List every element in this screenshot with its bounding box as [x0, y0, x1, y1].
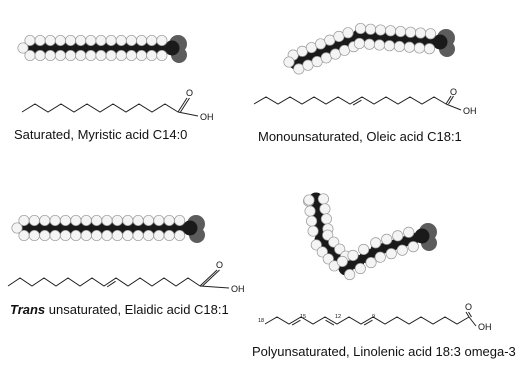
hydrogen-atom	[174, 214, 186, 227]
hydrogen-atom	[354, 262, 366, 275]
hydrogen-atom	[423, 43, 435, 55]
carbon-number-18: 18	[258, 318, 264, 324]
oxygen-label: O	[186, 88, 193, 98]
space-filling-model-oleic	[283, 22, 455, 75]
hydrogen-atom	[11, 222, 23, 234]
hydroxyl-bond	[177, 111, 199, 117]
hydrogen-atom	[316, 246, 328, 258]
carbon-number-15: 15	[300, 314, 306, 320]
hydrogen-atom	[374, 251, 386, 263]
hydrogen-atom	[334, 243, 346, 255]
skeletal-formula-linolenic: O OH 18 15 12 9	[258, 302, 492, 332]
hydroxyl-label: OH	[463, 106, 477, 116]
hydrogen-atom	[385, 248, 397, 260]
caption-oleic: Monounsaturated, Oleic acid C18:1	[258, 129, 462, 144]
hydrogen-atom	[303, 194, 315, 206]
skeletal-formula-myristic: O OH	[21, 88, 214, 122]
carbon-atom	[164, 40, 180, 56]
oxygen-label: O	[450, 87, 457, 97]
space-filling-model-elaidic	[11, 214, 205, 243]
carbonyl-bond	[177, 97, 188, 113]
carbonyl-bond	[448, 95, 454, 105]
carbonyl-bond	[180, 97, 190, 113]
oxygen-label: O	[216, 260, 223, 270]
caption-myristic: Saturated, Myristic acid C14:0	[14, 127, 188, 142]
double-bond	[352, 99, 362, 106]
hydrogen-atom	[425, 28, 437, 40]
carbon-chain	[21, 103, 179, 113]
oxygen-label: O	[465, 302, 472, 312]
skeletal-formula-oleic: O OH	[253, 87, 477, 116]
hydrogen-atom	[392, 230, 404, 242]
carbon-atom	[432, 34, 448, 50]
carbon-number-9: 9	[372, 314, 375, 320]
hydrogen-atom	[396, 244, 408, 256]
hydroxyl-bond	[199, 285, 230, 289]
skeletal-formula-elaidic: O OH	[7, 260, 245, 294]
hydrogen-atom	[283, 56, 295, 68]
hydrogen-atom	[156, 34, 168, 47]
trans-emphasis: Trans	[10, 302, 46, 317]
carbon-chain	[7, 277, 201, 287]
carbonyl-bond	[202, 269, 220, 287]
hydroxyl-label: OH	[231, 284, 245, 294]
hydrogen-atom	[336, 255, 348, 268]
hydrogen-atom	[307, 225, 319, 237]
hydrogen-atom	[381, 233, 393, 245]
hydrogen-atom	[403, 226, 415, 238]
hydrogen-atom	[370, 237, 382, 249]
carbon-chain	[264, 316, 470, 325]
double-bond	[291, 319, 301, 326]
space-filling-model-linolenic	[303, 192, 437, 281]
hydrogen-atom	[344, 268, 356, 281]
double-bond	[106, 280, 116, 288]
hydrogen-atom	[17, 42, 29, 54]
hydroxyl-bond	[445, 103, 462, 111]
hydrogen-atom	[342, 27, 354, 39]
hydrogen-atom	[347, 249, 359, 262]
space-filling-model-myristic	[17, 34, 187, 63]
hydrogen-atom	[322, 253, 334, 265]
double-bond	[325, 319, 335, 326]
carbonyl-bond	[465, 311, 470, 318]
hydroxyl-bond	[468, 316, 477, 327]
hydrogen-atom	[174, 229, 186, 242]
hydrogen-atom	[407, 241, 419, 253]
hydrogen-atom	[365, 256, 377, 269]
carbonyl-bond	[445, 95, 452, 105]
carbon-atom	[414, 228, 430, 244]
hydrogen-atom	[328, 236, 340, 248]
hydrogen-atom	[358, 243, 370, 256]
carbonyl-bond	[468, 311, 472, 318]
hydroxyl-label: OH	[200, 112, 214, 122]
caption-linolenic: Polyunsaturated, Linolenic acid 18:3 ome…	[252, 344, 516, 359]
carbon-number-12: 12	[335, 314, 341, 320]
hydroxyl-label: OH	[478, 322, 492, 332]
caption-elaidic: Trans unsaturated, Elaidic acid C18:1	[10, 302, 229, 317]
carbon-atom	[182, 220, 198, 236]
double-bond	[363, 319, 373, 326]
hydrogen-atom	[156, 49, 168, 62]
carbon-chain	[253, 96, 447, 105]
carbonyl-bond	[199, 269, 218, 287]
hydrogen-atom	[322, 229, 334, 241]
hydrogen-atom	[310, 239, 322, 251]
